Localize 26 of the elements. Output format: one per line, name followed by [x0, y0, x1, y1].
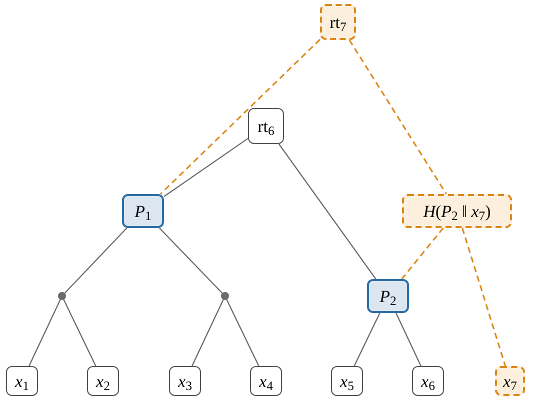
connector-line — [395, 312, 422, 366]
dashed-connector — [160, 38, 321, 195]
dashed-connector — [348, 40, 447, 194]
connector-line — [192, 299, 224, 366]
tree-node-box: x$_{6}$ — [412, 366, 444, 396]
tree-node-box: rt$_{7}$ — [320, 4, 356, 40]
dashed-connector — [401, 228, 444, 280]
tree-node-box: x$_{1}$ — [6, 366, 38, 396]
dashed-connector — [462, 228, 506, 366]
tree-node-box: rt$_{6}$ — [248, 108, 284, 144]
tree-node-box: P$_{2}$ — [367, 279, 409, 313]
tree-node-box: P$_{1}$ — [122, 194, 164, 228]
connector-line — [226, 299, 260, 366]
connector-line — [164, 138, 248, 197]
connector-line — [28, 299, 61, 366]
connector-line — [278, 144, 376, 280]
tree-node-box: x$_{2}$ — [87, 366, 119, 396]
connector-line — [354, 312, 380, 366]
tree-node-box: x$_{3}$ — [169, 366, 201, 396]
tree-node-box: H(P$_{2}$ ‖ x$_{7}$) — [402, 194, 512, 228]
tree-node-box: x$_{5}$ — [331, 366, 363, 396]
connector-line — [64, 228, 128, 294]
connector-line — [63, 299, 96, 366]
tree-node-box: x$_{4}$ — [250, 366, 282, 396]
connector-line — [158, 228, 223, 294]
tree-node-box: x$_{7}$ — [495, 366, 525, 396]
